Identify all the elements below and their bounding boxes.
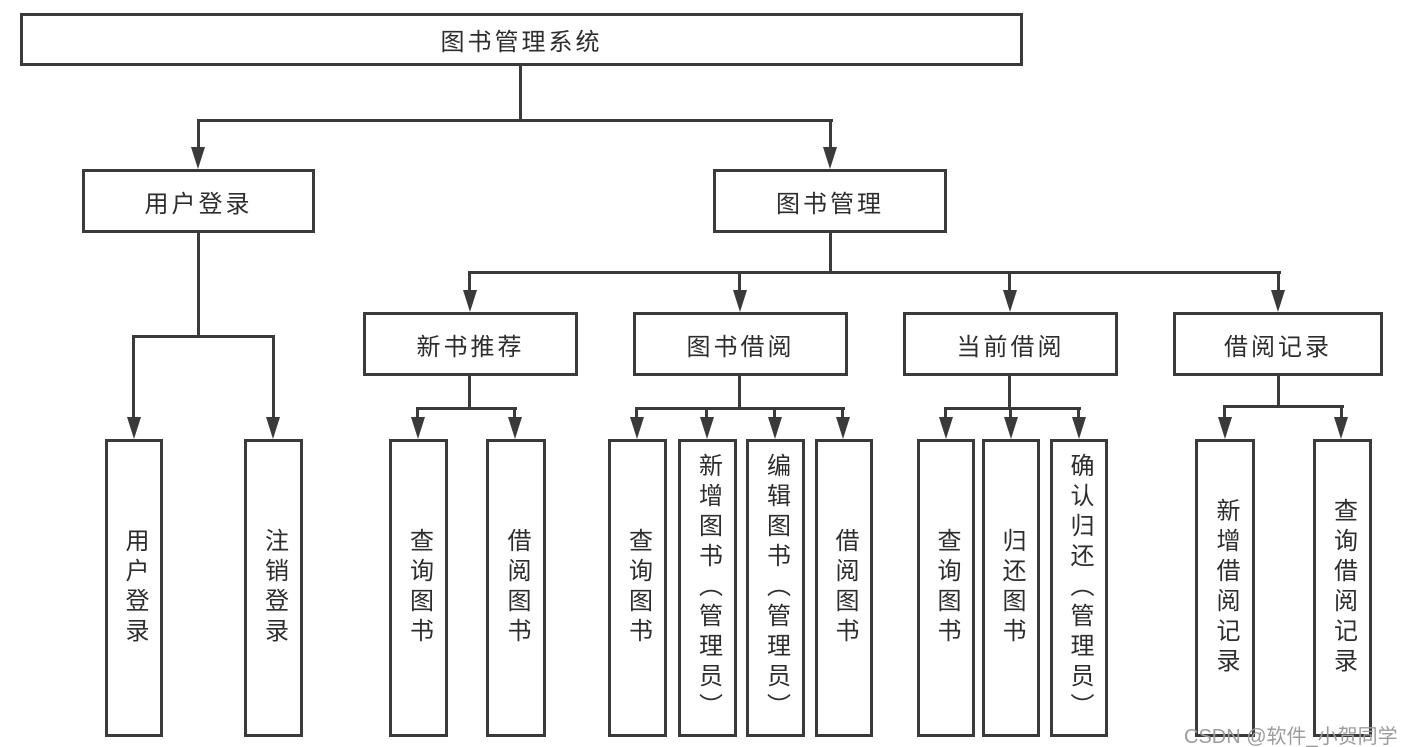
leaf-query-books-current-label: 查询图书 xyxy=(933,528,960,648)
node-book-management: 图书管理 xyxy=(713,169,947,233)
connector-line xyxy=(197,233,200,337)
leaf-borrow-books-recommend-label: 借阅图书 xyxy=(503,528,530,648)
connector-line xyxy=(468,271,471,294)
node-user-login-label: 用户登录 xyxy=(144,190,253,218)
leaf-user-login: 用户登录 xyxy=(105,439,163,737)
connector-line xyxy=(513,407,516,421)
node-new-book-recommendation: 新书推荐 xyxy=(363,312,578,376)
connector-line xyxy=(197,119,833,122)
leaf-add-borrow-record: 新增借阅记录 xyxy=(1195,439,1255,737)
leaf-user-login-label: 用户登录 xyxy=(121,528,148,648)
connector-line xyxy=(829,119,832,153)
arrowhead-down-icon xyxy=(1271,290,1285,312)
arrowhead-down-icon xyxy=(1072,417,1086,439)
node-user-login: 用户登录 xyxy=(82,169,315,233)
connector-line xyxy=(1009,407,1012,421)
node-current-borrowing-label: 当前借阅 xyxy=(956,333,1065,361)
connector-line xyxy=(1077,407,1080,421)
connector-line xyxy=(197,119,200,153)
arrowhead-down-icon xyxy=(1004,417,1018,439)
connector-line xyxy=(773,407,776,421)
arrowhead-down-icon xyxy=(836,417,850,439)
leaf-query-borrow-record: 查询借阅记录 xyxy=(1313,439,1372,737)
node-book-borrowing: 图书借阅 xyxy=(633,312,848,376)
connector-line xyxy=(635,407,638,421)
connector-line xyxy=(132,335,275,338)
csdn-watermark: CSDN @软件_小贺同学 xyxy=(1184,726,1398,747)
connector-line xyxy=(705,407,708,421)
connector-line xyxy=(1008,271,1011,294)
arrowhead-down-icon xyxy=(733,290,747,312)
arrowhead-down-icon xyxy=(823,147,837,169)
connector-line xyxy=(944,407,947,421)
connector-line xyxy=(468,271,1281,274)
arrowhead-down-icon xyxy=(191,147,205,169)
leaf-confirm-return-admin-label: 确认归还（管理员） xyxy=(1066,453,1093,723)
node-book-management-label: 图书管理 xyxy=(776,190,884,218)
leaf-query-books-recommend: 查询图书 xyxy=(389,439,448,737)
connector-line xyxy=(519,63,522,121)
leaf-query-books-current: 查询图书 xyxy=(917,439,975,737)
leaf-edit-book-admin: 编辑图书（管理员） xyxy=(746,439,805,737)
node-root-system: 图书管理系统 xyxy=(20,13,1023,66)
connector-line xyxy=(468,376,471,409)
arrowhead-down-icon xyxy=(127,417,141,439)
connector-line xyxy=(1223,405,1226,421)
connector-line xyxy=(1223,405,1344,408)
leaf-borrow-books-borrowing-label: 借阅图书 xyxy=(831,528,858,648)
arrowhead-down-icon xyxy=(411,417,425,439)
leaf-return-book-label: 归还图书 xyxy=(998,528,1025,648)
connector-line xyxy=(841,407,844,421)
connector-line xyxy=(416,407,517,410)
leaf-logout-label: 注销登录 xyxy=(260,528,288,648)
arrowhead-down-icon xyxy=(1334,417,1348,439)
connector-line xyxy=(416,407,419,421)
node-borrowing-records: 借阅记录 xyxy=(1173,312,1383,376)
leaf-add-book-admin: 新增图书（管理员） xyxy=(678,439,737,737)
leaf-add-borrow-record-label: 新增借阅记录 xyxy=(1212,498,1239,678)
node-new-book-recommendation-label: 新书推荐 xyxy=(416,333,525,361)
leaf-return-book: 归还图书 xyxy=(982,439,1040,737)
arrowhead-down-icon xyxy=(463,290,477,312)
arrowhead-down-icon xyxy=(630,417,644,439)
connector-line xyxy=(1277,376,1280,407)
connector-line xyxy=(829,233,832,273)
arrowhead-down-icon xyxy=(768,417,782,439)
arrowhead-down-icon xyxy=(1218,417,1232,439)
connector-line xyxy=(944,407,1081,410)
leaf-query-books-recommend-label: 查询图书 xyxy=(405,528,433,648)
node-book-borrowing-label: 图书借阅 xyxy=(686,333,795,361)
connector-line xyxy=(738,376,741,409)
connector-line xyxy=(738,271,741,294)
leaf-edit-book-admin-label: 编辑图书（管理员） xyxy=(762,453,790,723)
connector-line xyxy=(1340,405,1343,421)
arrowhead-down-icon xyxy=(939,417,953,439)
arrowhead-down-icon xyxy=(266,417,280,439)
leaf-query-borrow-record-label: 查询借阅记录 xyxy=(1329,498,1357,678)
node-current-borrowing: 当前借阅 xyxy=(903,312,1118,376)
leaf-borrow-books-borrowing: 借阅图书 xyxy=(815,439,873,737)
node-root-system-label: 图书管理系统 xyxy=(440,29,603,56)
leaf-query-books-borrowing-label: 查询图书 xyxy=(624,528,652,648)
arrowhead-down-icon xyxy=(1003,290,1017,312)
connector-line xyxy=(272,335,275,423)
connector-line xyxy=(1277,271,1280,294)
leaf-confirm-return-admin: 确认归还（管理员） xyxy=(1050,439,1108,737)
connector-line xyxy=(1008,376,1011,409)
leaf-query-books-borrowing: 查询图书 xyxy=(608,439,667,737)
arrowhead-down-icon xyxy=(700,417,714,439)
arrowhead-down-icon xyxy=(508,417,522,439)
connector-line xyxy=(635,407,845,410)
leaf-borrow-books-recommend: 借阅图书 xyxy=(486,439,546,737)
leaf-add-book-admin-label: 新增图书（管理员） xyxy=(694,453,722,723)
connector-line xyxy=(132,335,135,423)
node-borrowing-records-label: 借阅记录 xyxy=(1224,333,1332,361)
leaf-logout: 注销登录 xyxy=(244,439,303,737)
